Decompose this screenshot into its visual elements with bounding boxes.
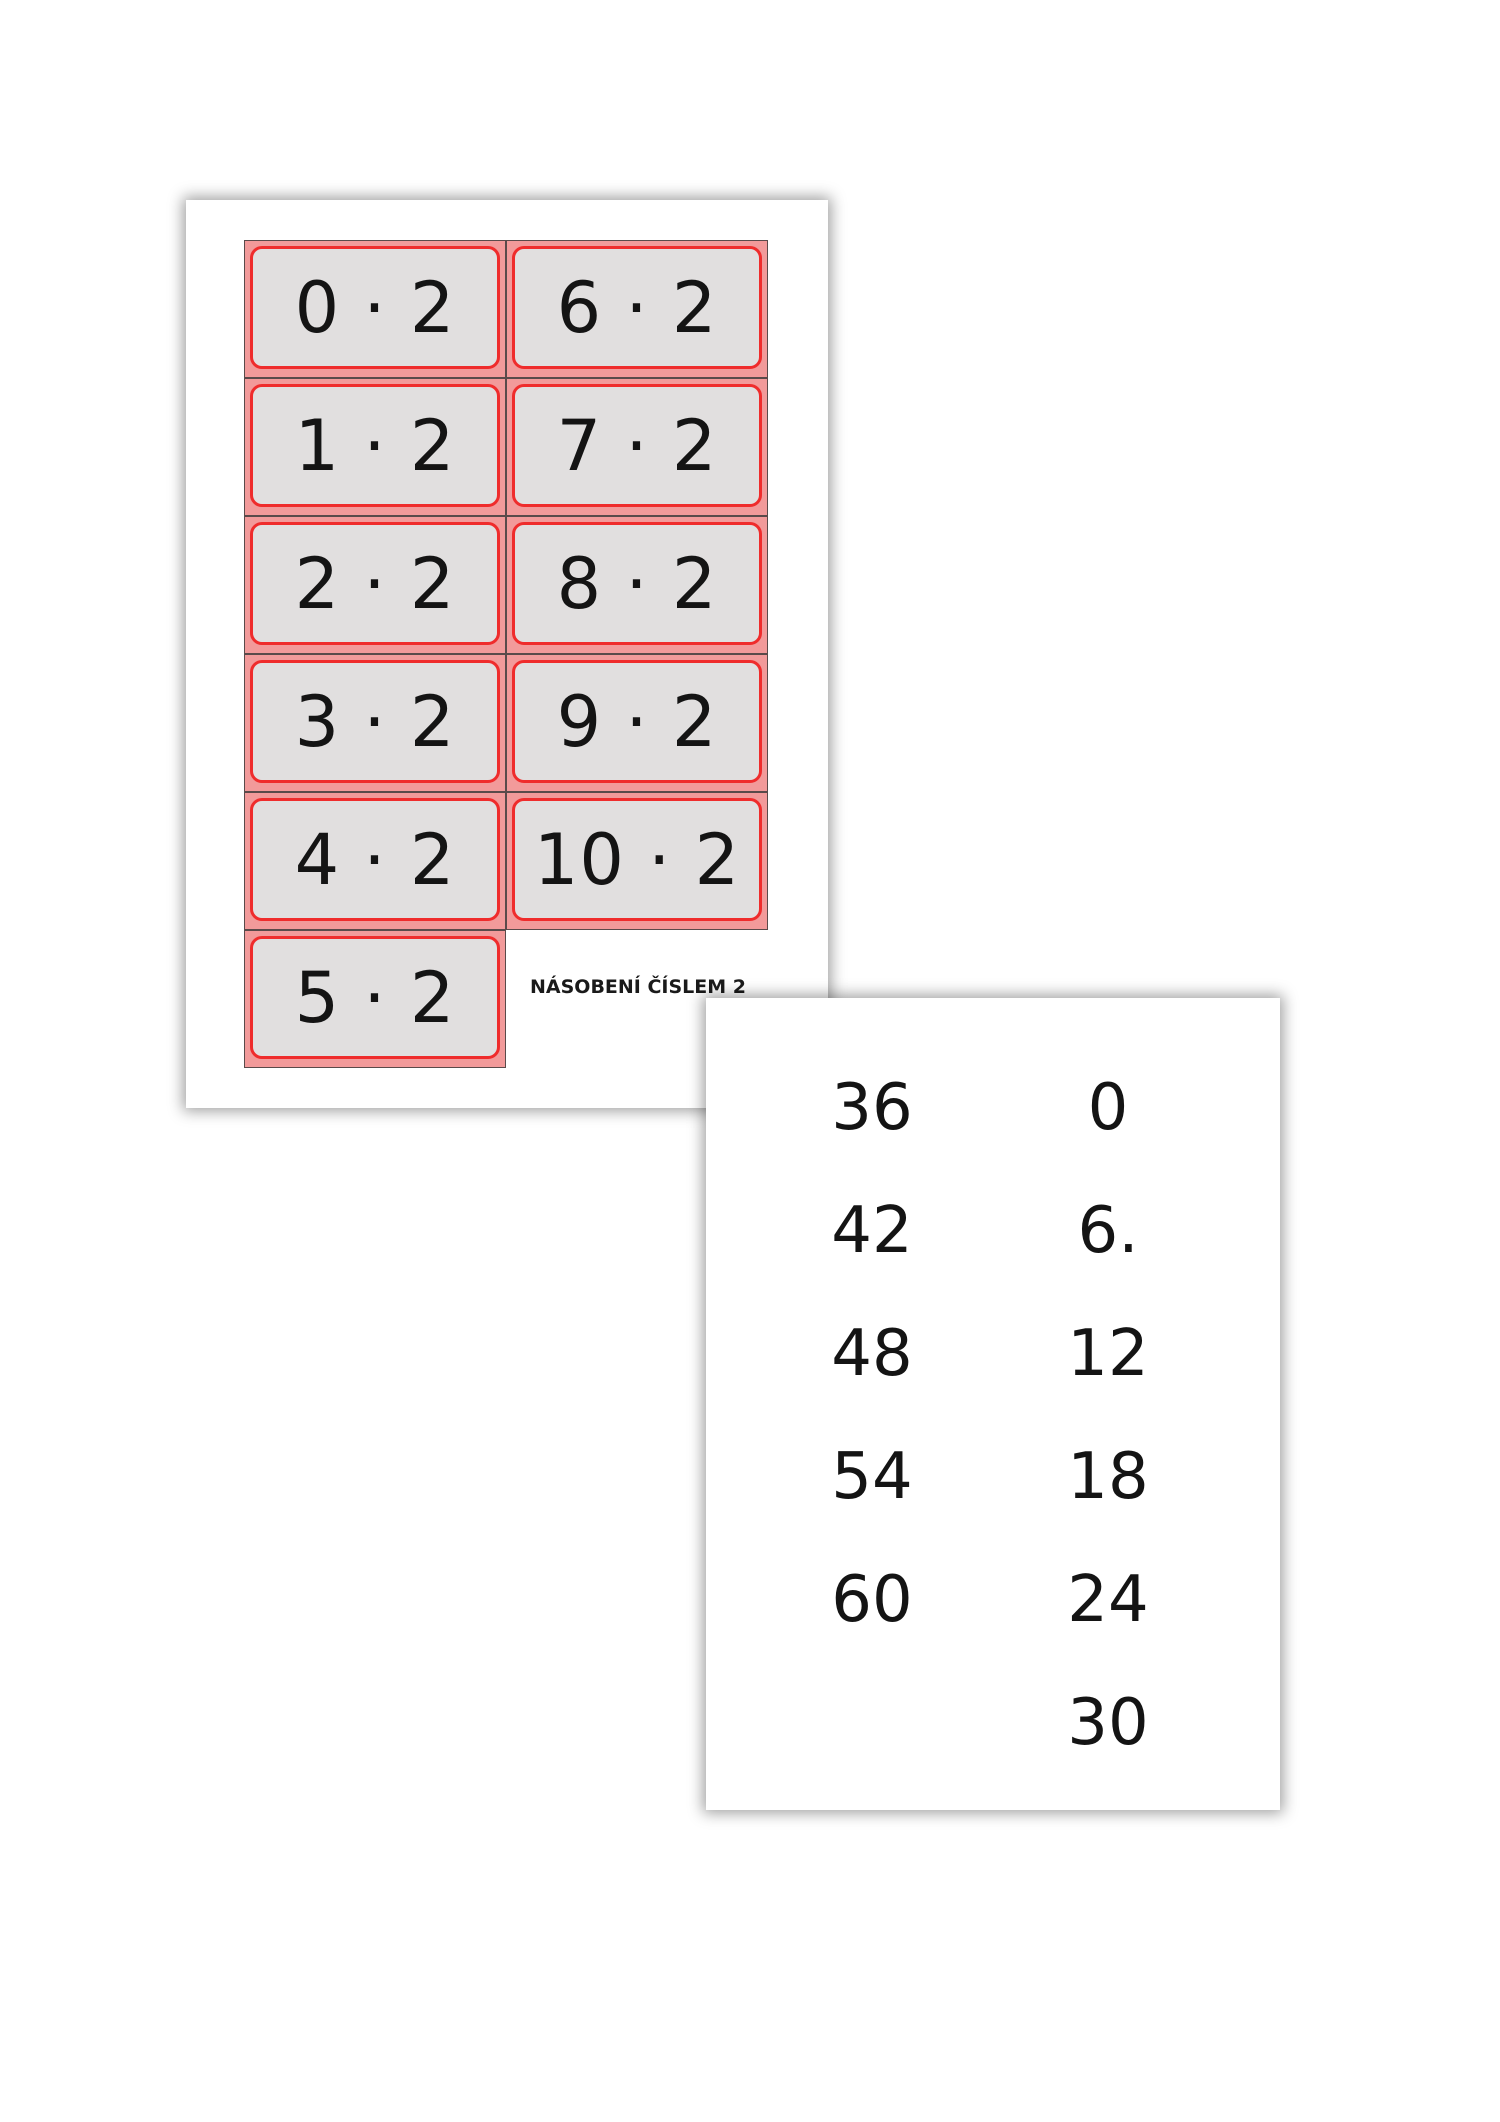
flashcard-cell: 9 · 2 <box>506 654 768 792</box>
flashcard[interactable]: 9 · 2 <box>512 660 762 783</box>
flashcard[interactable]: 4 · 2 <box>250 798 500 921</box>
answer-value: 24 <box>1067 1563 1149 1637</box>
flashcard-cell: 7 · 2 <box>506 378 768 516</box>
flashcard-cell: 4 · 2 <box>244 792 506 930</box>
answer-value: 54 <box>831 1440 913 1514</box>
flashcard-label: 9 · 2 <box>556 680 718 763</box>
flashcard-label: 7 · 2 <box>556 404 718 487</box>
answer-value: 6. <box>1077 1194 1139 1268</box>
flashcard[interactable]: 8 · 2 <box>512 522 762 645</box>
flashcard[interactable]: 3 · 2 <box>250 660 500 783</box>
flashcard[interactable]: 6 · 2 <box>512 246 762 369</box>
flashcard-cell: 1 · 2 <box>244 378 506 516</box>
flashcard-label: 4 · 2 <box>294 818 456 901</box>
flashcard-cell: 5 · 2 <box>244 930 506 1068</box>
flashcard[interactable]: 1 · 2 <box>250 384 500 507</box>
answer-value: 30 <box>1067 1686 1149 1760</box>
flashcard[interactable]: 10 · 2 <box>512 798 762 921</box>
flashcard[interactable]: 5 · 2 <box>250 936 500 1059</box>
answers-left-column: 36 42 48 54 60 <box>772 1058 972 1673</box>
answer-value: 60 <box>831 1563 913 1637</box>
answers-sheet: 36 42 48 54 60 0 6. 12 18 24 30 <box>706 998 1280 1810</box>
flashcard-cell: 10 · 2 <box>506 792 768 930</box>
flashcard-label: 8 · 2 <box>556 542 718 625</box>
flashcard-label: 6 · 2 <box>556 266 718 349</box>
answer-value: 0 <box>1087 1071 1129 1145</box>
flashcard-label: 1 · 2 <box>294 404 456 487</box>
flashcard-label: 2 · 2 <box>294 542 456 625</box>
flashcard[interactable]: 7 · 2 <box>512 384 762 507</box>
flashcard-label: 3 · 2 <box>294 680 456 763</box>
flashcard[interactable]: 0 · 2 <box>250 246 500 369</box>
flashcard-cell: 2 · 2 <box>244 516 506 654</box>
flashcard-label: 10 · 2 <box>533 818 741 901</box>
flashcards-sheet: 0 · 2 6 · 2 1 · 2 7 · 2 2 · 2 8 · 2 3 · … <box>186 200 828 1108</box>
answer-value: 36 <box>831 1071 913 1145</box>
answer-value: 18 <box>1067 1440 1149 1514</box>
answer-value: 42 <box>831 1194 913 1268</box>
answer-value: 48 <box>831 1317 913 1391</box>
flashcard-cell: 0 · 2 <box>244 240 506 378</box>
flashcard-grid: 0 · 2 6 · 2 1 · 2 7 · 2 2 · 2 8 · 2 3 · … <box>244 240 768 1068</box>
flashcard-cell: 3 · 2 <box>244 654 506 792</box>
flashcard[interactable]: 2 · 2 <box>250 522 500 645</box>
answers-right-column: 0 6. 12 18 24 30 <box>1008 1058 1208 1796</box>
answer-value: 12 <box>1067 1317 1149 1391</box>
flashcard-label: 0 · 2 <box>294 266 456 349</box>
flashcard-cell: 6 · 2 <box>506 240 768 378</box>
flashcard-label: 5 · 2 <box>294 956 456 1039</box>
flashcard-cell: 8 · 2 <box>506 516 768 654</box>
sheet-title: NÁSOBENÍ ČÍSLEM 2 <box>530 976 747 998</box>
